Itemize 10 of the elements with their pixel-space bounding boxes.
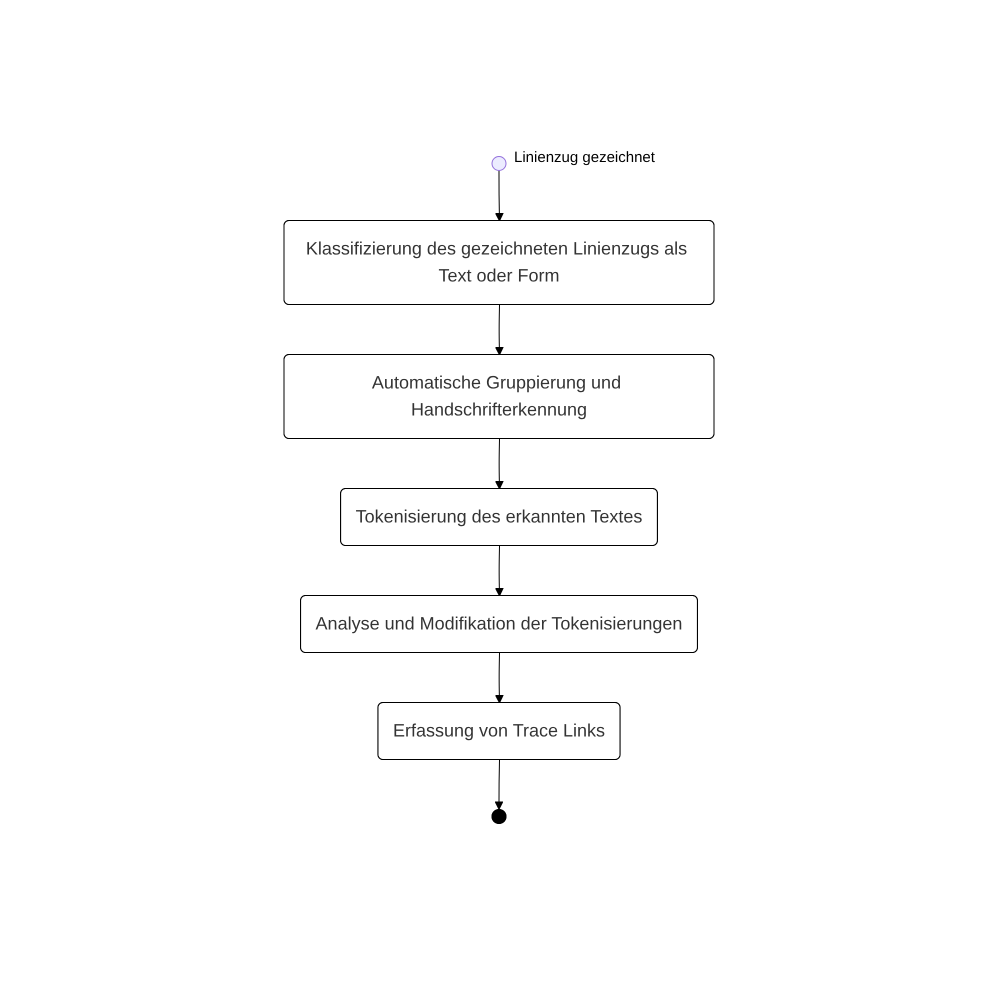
arrow [494,304,504,356]
arrow [494,546,504,596]
node-text: Klassifizierung des gezeichneten Linienzugs als Text oder Form [306,238,688,286]
arrow [494,170,504,222]
node-circle [492,156,506,171]
node-caption: Linienzug gezeichnet [514,148,655,166]
node-text: Automatische Gruppierung und Handschrifterkennung [372,372,622,420]
arrow [494,438,504,490]
arrow [494,760,504,810]
arrow [494,652,504,704]
